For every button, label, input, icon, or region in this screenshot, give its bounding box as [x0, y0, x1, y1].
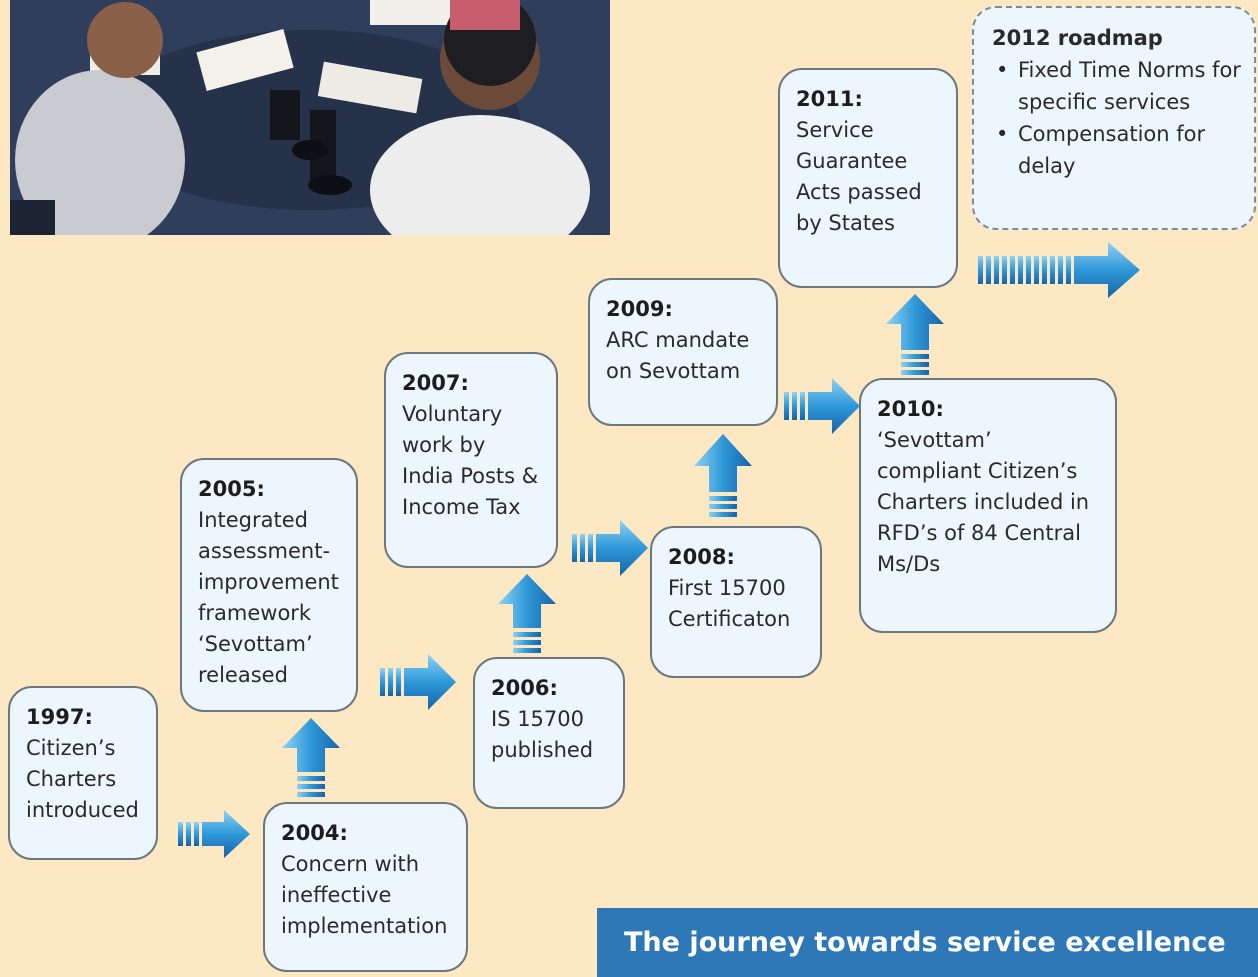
- up-arrow-icon: [694, 434, 752, 517]
- milestone-2004: 2004: Concern with ineffective implement…: [263, 802, 468, 972]
- milestone-text: IS 15700 published: [491, 707, 594, 762]
- right-arrow-icon: [380, 654, 456, 710]
- milestone-year: 2008:: [668, 545, 735, 569]
- right-arrow-icon: [178, 810, 250, 858]
- milestone-text: Voluntary work by India Posts & Income T…: [402, 402, 539, 519]
- milestone-2005: 2005: Integrated assessment-improvement …: [180, 458, 358, 712]
- milestone-1997: 1997: Citizen’s Charters introduced: [8, 686, 158, 860]
- right-arrow-icon: [572, 520, 648, 576]
- milestone-text: First 15700 Certificaton: [668, 576, 791, 631]
- milestone-2007: 2007: Voluntary work by India Posts & In…: [384, 352, 558, 568]
- roadmap-title: 2012 roadmap: [992, 26, 1163, 50]
- milestone-year: 2009:: [606, 297, 673, 321]
- milestone-text: Concern with ineffective implementation: [281, 852, 448, 938]
- milestone-year: 2005:: [198, 477, 265, 501]
- roadmap-item: Compensation for delay: [996, 118, 1242, 182]
- milestone-year: 2004:: [281, 821, 348, 845]
- roadmap-item: Fixed Time Norms for specific services: [996, 54, 1242, 118]
- milestone-text: Citizen’s Charters introduced: [26, 736, 139, 822]
- banner-title: The journey towards service excellence: [597, 908, 1258, 977]
- milestone-2010: 2010: ‘Sevottam’ compliant Citizen’s Cha…: [859, 378, 1117, 633]
- milestone-text: ‘Sevottam’ compliant Citizen’s Charters …: [877, 428, 1090, 576]
- milestone-text: Integrated assessment-improvement framew…: [198, 508, 339, 687]
- milestone-year: 2010:: [877, 397, 944, 421]
- right-arrow-icon: [978, 242, 1140, 298]
- milestone-year: 1997:: [26, 705, 93, 729]
- roadmap-list: Fixed Time Norms for specific services C…: [992, 54, 1242, 182]
- milestone-year: 2007:: [402, 371, 469, 395]
- meeting-photo: [10, 0, 610, 235]
- up-arrow-icon: [498, 574, 556, 653]
- right-arrow-icon: [784, 378, 860, 434]
- milestone-2009: 2009: ARC mandate on Sevottam: [588, 278, 778, 426]
- up-arrow-icon: [886, 294, 944, 375]
- milestone-year: 2011:: [796, 87, 863, 111]
- up-arrow-icon: [282, 718, 340, 797]
- milestone-text: Service Guarantee Acts passed by States: [796, 118, 922, 235]
- roadmap-2012: 2012 roadmap Fixed Time Norms for specif…: [972, 6, 1256, 230]
- milestone-2006: 2006: IS 15700 published: [473, 657, 625, 809]
- milestone-year: 2006:: [491, 676, 558, 700]
- milestone-2008: 2008: First 15700 Certificaton: [650, 526, 822, 678]
- milestone-2011: 2011: Service Guarantee Acts passed by S…: [778, 68, 958, 288]
- milestone-text: ARC mandate on Sevottam: [606, 328, 750, 383]
